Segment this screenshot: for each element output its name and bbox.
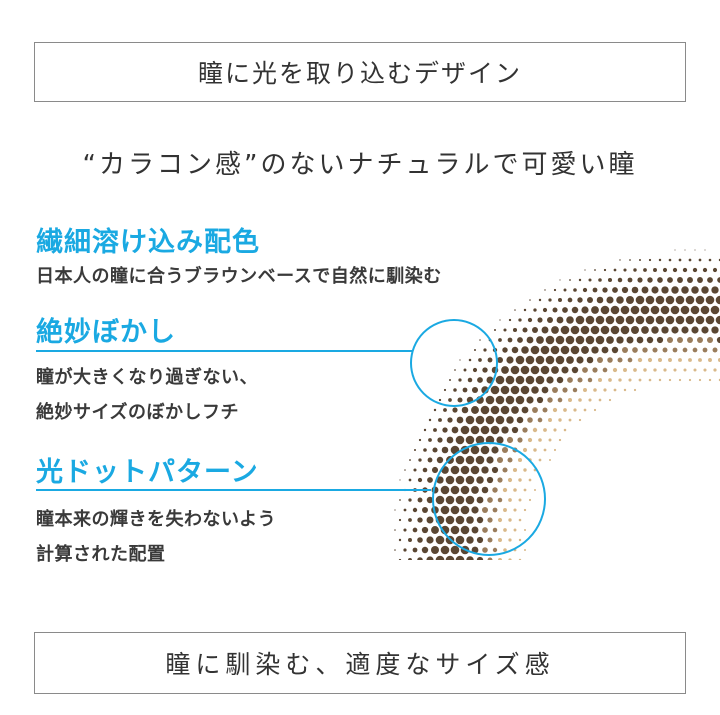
footer-banner: 瞳に馴染む、適度なサイズ感: [34, 632, 686, 694]
feature-heading-gradient: 絶妙ぼかし: [36, 317, 176, 348]
feature-desc-gradient-line1: 瞳が大きくなり過ぎない、: [36, 367, 258, 388]
magnifier-lower: [36, 442, 546, 556]
magnifier-upper: [36, 319, 498, 407]
footer-title: 瞳に馴染む、適度なサイズ感: [165, 650, 555, 679]
lens-dot-pattern: [394, 249, 720, 560]
feature-heading-dots: 光ドットパターン: [36, 457, 259, 488]
feature-desc-gradient-line2: 絶妙サイズのぼかしフチ: [36, 402, 239, 423]
subtitle: “カラコン感”のないナチュラルで可愛い瞳: [82, 150, 638, 180]
header-title: 瞳に光を取り込むデザイン: [197, 59, 522, 88]
feature-desc-dots-line2: 計算された配置: [36, 544, 166, 565]
feature-desc-dots-line1: 瞳本来の輝きを失わないよう: [36, 509, 277, 530]
feature-heading-color: 繊細溶け込み配色: [36, 227, 260, 258]
header-banner: 瞳に光を取り込むデザイン: [34, 42, 686, 102]
feature-desc-color: 日本人の瞳に合うブラウンベースで自然に馴染む: [36, 266, 442, 287]
